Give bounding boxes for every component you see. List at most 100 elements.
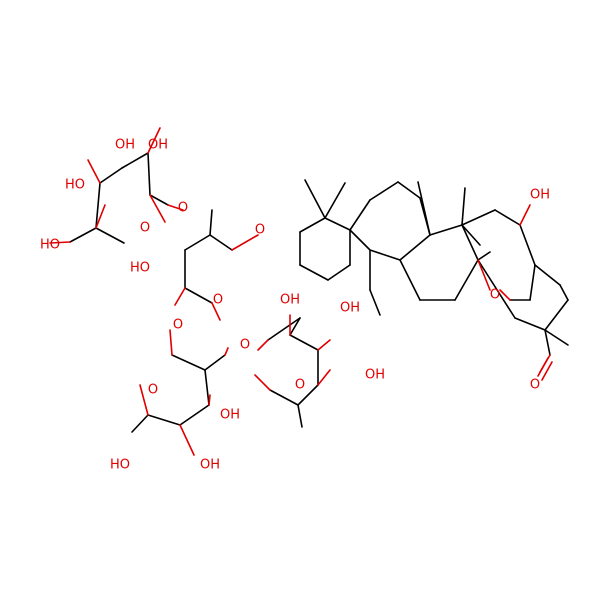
carbon-bond	[324, 182, 346, 219]
carbon-bond	[399, 259, 421, 301]
carbon-bond	[147, 414, 181, 426]
hydroxyl-label: OH	[148, 138, 168, 153]
carbon-bond	[514, 317, 546, 331]
carbon-bond	[267, 317, 301, 341]
hydroxyl-label: OH	[220, 408, 240, 423]
ring-oxygen-label: O	[213, 293, 223, 308]
oxygen-bond	[231, 234, 259, 251]
ether-oxygen-label: O	[255, 223, 265, 238]
oxygen-bond	[519, 204, 531, 226]
carbon-bond	[544, 329, 551, 356]
oxygen-bond	[211, 302, 221, 321]
carbon-bond	[477, 259, 516, 319]
hydroxyl-label: HO	[130, 261, 150, 276]
ether-oxygen-label: O	[178, 201, 188, 216]
carbon-bond	[289, 317, 301, 336]
ether-oxygen-label: O	[240, 338, 250, 353]
carbon-bond	[297, 404, 303, 428]
carbon-bond	[121, 152, 149, 169]
carbon-bond	[461, 187, 466, 226]
carbon-bond	[369, 249, 401, 261]
ring-oxygen-label: O	[140, 221, 150, 236]
carbon-bond	[544, 299, 569, 331]
oxygen-bond	[147, 127, 161, 154]
carbon-bond	[461, 224, 481, 246]
ring-oxygen-label: O	[295, 378, 305, 393]
bond-layer	[49, 127, 569, 456]
carbon-bond	[461, 209, 496, 226]
oxygen-bond	[174, 287, 186, 306]
oxygen-bond	[317, 369, 331, 386]
oxygen-bond	[149, 194, 166, 223]
carbon-bond	[95, 227, 125, 244]
carbon-bond	[131, 414, 149, 433]
carbon-bond	[429, 224, 463, 236]
oxygen-bond	[179, 424, 195, 456]
hydroxyl-label: OH	[365, 368, 385, 383]
oxygen-bond	[254, 374, 271, 391]
oxygen-bond	[499, 289, 511, 301]
oxygen-bond	[169, 329, 173, 356]
carbon-bond	[461, 224, 479, 261]
carbon-bond	[324, 217, 351, 231]
hydroxyl-label: OH	[200, 458, 220, 473]
hydroxyl-label: OH	[340, 301, 360, 316]
carbon-bond	[299, 264, 329, 281]
carbon-bond	[179, 404, 210, 426]
ether-oxygen-label: O	[173, 318, 183, 333]
carbon-bond	[454, 259, 479, 301]
oxygen-bond	[257, 339, 269, 351]
carbon-bond	[369, 289, 381, 316]
carbon-bond	[544, 329, 569, 346]
carbon-bond	[204, 369, 210, 406]
carbon-bond	[204, 354, 226, 371]
hydroxyl-label: HO	[40, 238, 60, 253]
carbon-bond	[399, 234, 431, 261]
oxygen-bond	[139, 384, 149, 416]
carbon-bond	[349, 229, 371, 251]
carbon-bond	[534, 264, 561, 286]
carbon-bond	[147, 152, 151, 196]
carbon-bond	[559, 284, 569, 301]
carbon-bond	[417, 181, 431, 236]
bridge-oxygen-label: O	[490, 288, 500, 303]
carbon-bond	[99, 167, 123, 184]
oxygen-bond	[95, 204, 106, 229]
hydroxyl-label: OH	[280, 293, 300, 308]
carbon-bond	[171, 354, 206, 371]
oxygen-bond	[224, 347, 229, 356]
carbon-bond	[184, 234, 211, 251]
hydroxyl-label: HO	[110, 458, 130, 473]
carbon-bond	[269, 389, 299, 406]
carbon-bond	[397, 181, 421, 199]
hydroxyl-label: OH	[530, 188, 550, 203]
hydroxyl-label: HO	[65, 178, 85, 193]
carbon-bond	[349, 199, 371, 231]
aldehyde-double-bond	[541, 361, 553, 381]
oxygen-bond	[317, 339, 331, 351]
carbon-bond	[209, 234, 233, 251]
carbon-bond	[209, 209, 213, 236]
carbon-bond	[304, 179, 326, 219]
carbon-bond	[369, 181, 399, 201]
carbon-bond	[529, 264, 536, 301]
oxygen-bond	[477, 259, 491, 291]
aldehyde-double-bond	[537, 357, 549, 377]
carbon-bond	[95, 182, 101, 229]
carbon-bond	[289, 334, 319, 351]
carbon-bond	[69, 227, 97, 243]
carbon-bond	[327, 264, 351, 281]
oxygen-bond	[87, 159, 101, 184]
oxygen-bond	[167, 204, 184, 211]
oxygen-bond	[49, 241, 71, 244]
oxygen-bond	[208, 394, 211, 406]
carbon-bond	[297, 384, 319, 406]
carbon-bond	[519, 224, 536, 266]
aldehyde-oxygen-label: O	[530, 378, 540, 393]
carbon-bond	[477, 251, 491, 261]
hydroxyl-label: OH	[115, 138, 135, 153]
carbon-bond	[494, 209, 521, 226]
ring-oxygen-label: O	[148, 383, 158, 398]
